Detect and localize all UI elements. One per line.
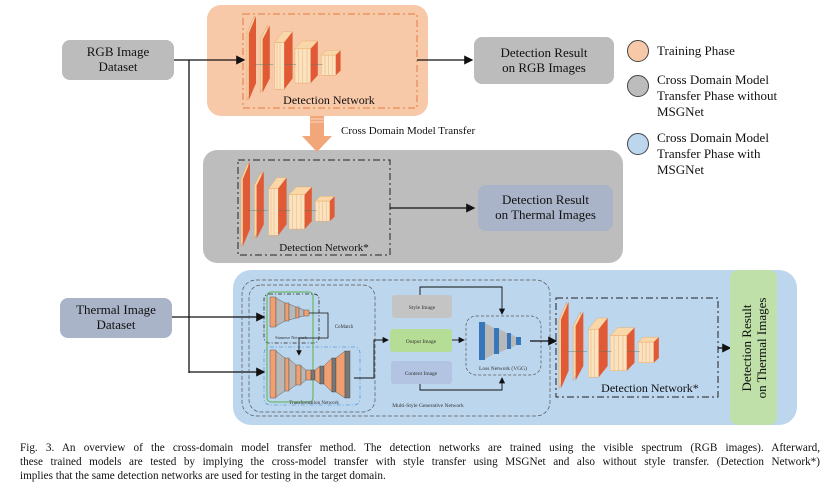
detection-network-gray-icon xyxy=(240,161,335,247)
legend-gray-circle-icon xyxy=(627,75,649,97)
rgb-result-line-2: on RGB Images xyxy=(502,59,586,75)
shared-encoder-frame xyxy=(266,291,314,403)
thermal-vertical-line-1: Detection Result xyxy=(738,304,754,392)
transformation-network-icon xyxy=(269,349,351,399)
caption-line-3: implies that the same detection networks… xyxy=(20,470,386,482)
detection-network-gray-label: Detection Network* xyxy=(279,242,369,254)
detection-network-blue-label: Detection Network* xyxy=(601,381,699,395)
legend-without-line-3: MSGNet xyxy=(657,104,704,119)
caption-line-2: these trained models are tested by imply… xyxy=(20,456,820,468)
transfer-with-msgnet-panel xyxy=(233,270,797,425)
siamese-frame xyxy=(263,293,320,344)
content-image-box xyxy=(391,361,452,384)
rgb-dataset-line-2: Dataset xyxy=(98,59,138,74)
generative-network-label: Multi-Style Generative Network xyxy=(392,403,464,409)
output-image-label: Output Image xyxy=(406,339,437,345)
figure-caption: Fig. 3. An overview of the cross-domain … xyxy=(20,441,820,483)
legend-with-line-2: Transfer Phase with xyxy=(657,146,761,161)
cross-domain-transfer-arrow xyxy=(302,116,332,152)
siamese-transformation-frame xyxy=(248,284,376,413)
siamese-network-label: Siamese Network xyxy=(275,335,308,340)
output-image-box xyxy=(390,329,452,352)
comatch-label: CoMatch xyxy=(335,325,354,330)
transformation-network-label: Transformation Network xyxy=(289,401,339,406)
legend-blue-circle-icon xyxy=(627,133,649,155)
style-image-label: Style Image xyxy=(409,305,436,311)
loss-network-label: Loss Network (VGG) xyxy=(479,365,527,372)
comatch-connector xyxy=(296,312,329,356)
caption-line-1: Fig. 3. An overview of the cross-domain … xyxy=(20,442,820,454)
thermal-dataset-line-1: Thermal Image xyxy=(76,302,156,318)
legend-without-line-2: Transfer Phase without xyxy=(657,88,778,103)
detection-network-blue-icon xyxy=(558,301,660,389)
thermal-result-line-2: on Thermal Images xyxy=(495,207,596,222)
loss-network-vgg-icon xyxy=(479,322,521,360)
rgb-dataset-line-1: RGB Image xyxy=(86,44,150,60)
thermal-vertical-line-2: on Thermal Images xyxy=(753,297,769,398)
arrow-style-to-loss xyxy=(419,286,506,315)
detection-network-frame-training xyxy=(242,13,418,109)
legend-training-phase: Training Phase xyxy=(627,40,735,62)
legend-orange-circle-icon xyxy=(627,40,649,62)
legend-with-line-3: MSGNet xyxy=(657,162,704,177)
rgb-result-line-1: Detection Result xyxy=(500,44,588,60)
arrow-content-to-loss xyxy=(419,377,506,391)
generative-network-outer-frame xyxy=(241,279,551,417)
legend-training-label: Training Phase xyxy=(657,43,735,58)
content-image-label: Content Image xyxy=(405,371,438,377)
detection-network-training-label: Detection Network xyxy=(283,93,375,107)
siamese-encoder-icon xyxy=(269,296,310,328)
detection-network-training-icon xyxy=(246,15,341,101)
legend-with-line-1: Cross Domain Model xyxy=(657,130,769,145)
thermal-result-line-1: Detection Result xyxy=(501,192,589,208)
thermal-dataset-line-2: Dataset xyxy=(96,317,136,332)
thermal-result-vertical-box: Detection Result on Thermal Images xyxy=(730,270,777,425)
cross-domain-transfer-label: Cross Domain Model Transfer xyxy=(341,125,475,137)
style-image-box xyxy=(392,295,452,318)
loss-network-frame xyxy=(465,315,542,376)
legend-without-line-1: Cross Domain Model xyxy=(657,72,769,87)
transformation-frame xyxy=(263,346,361,406)
arrow-transformation-to-output xyxy=(354,336,389,379)
